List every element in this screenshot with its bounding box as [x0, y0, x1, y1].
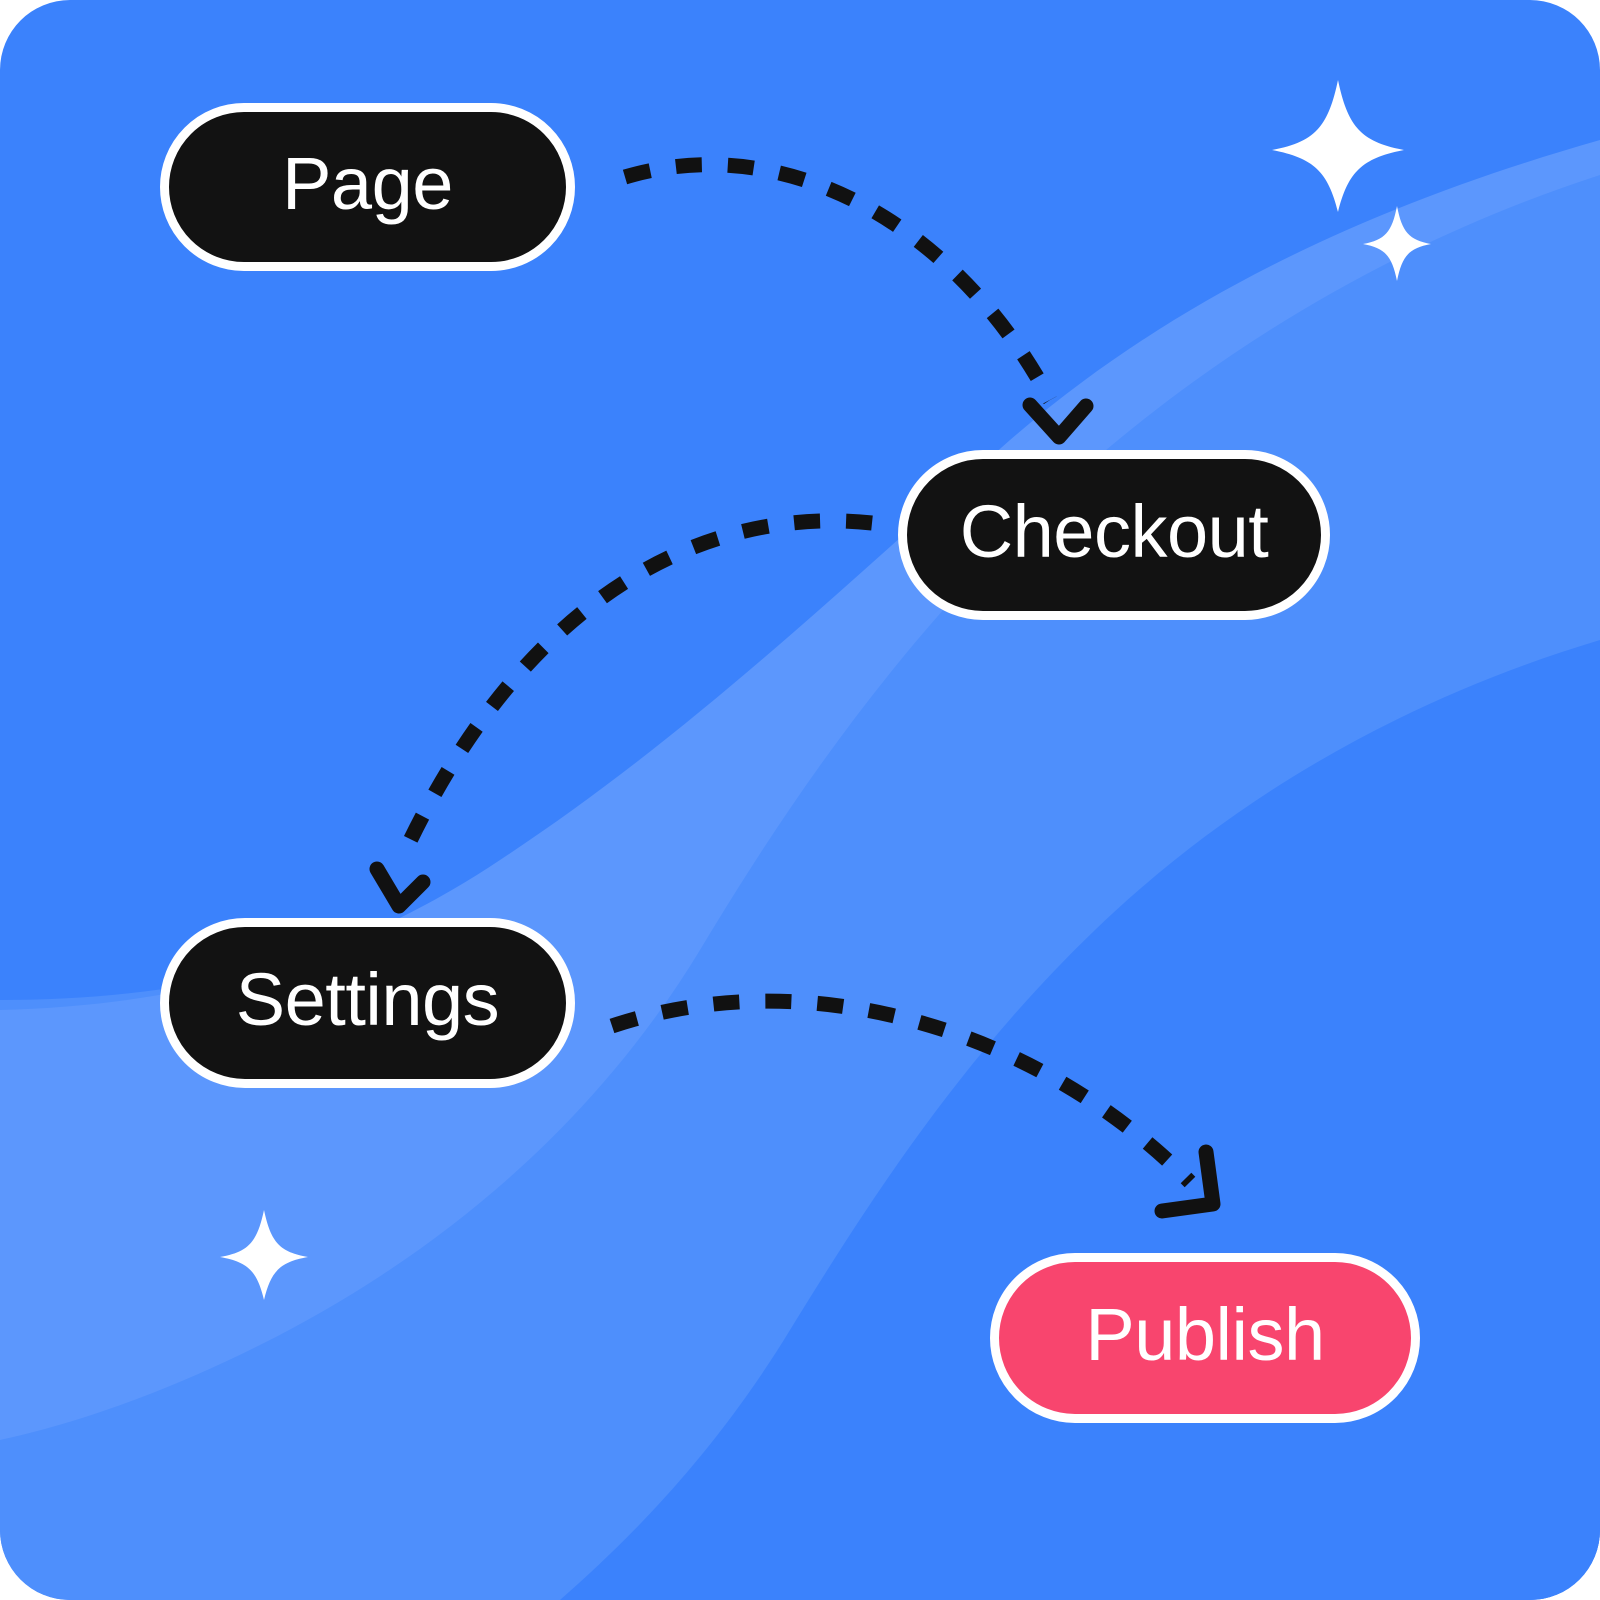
node-settings[interactable]: Settings — [160, 918, 575, 1088]
node-page[interactable]: Page — [160, 103, 575, 271]
node-checkout-label: Checkout — [959, 490, 1269, 573]
node-settings-label: Settings — [235, 958, 500, 1041]
node-page-label: Page — [282, 142, 453, 225]
node-publish[interactable]: Publish — [990, 1253, 1420, 1423]
node-checkout[interactable]: Checkout — [898, 450, 1330, 620]
node-publish-label: Publish — [1085, 1293, 1325, 1376]
